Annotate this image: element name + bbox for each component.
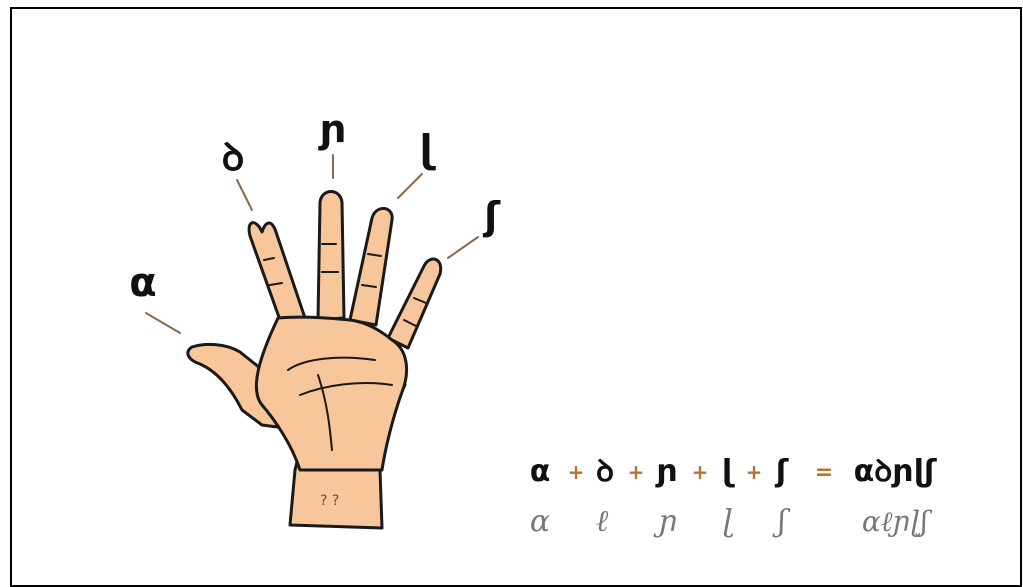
index-letter: ꝺ [222, 135, 245, 179]
middle-letter: ɲ [317, 107, 346, 151]
cursive-term-1: α [530, 504, 550, 539]
hand-alphabet-diagram: ? ? α ꝺ ɲ ɭ ʃ α + ꝺ + ɲ + ɭ + ʃ = αꝺɲɭʃ … [0, 0, 1023, 574]
equation-row: α + ꝺ + ɲ + ɭ + ʃ = αꝺɲɭʃ [530, 454, 937, 489]
cursive-term-2: ℓ [596, 504, 609, 539]
equation-term-1: α [530, 454, 551, 489]
hand-little-finger [388, 259, 441, 348]
ring-leader [398, 174, 422, 198]
wrist-marks: ? ? [320, 493, 339, 509]
thumb-letter: α [129, 260, 156, 306]
hand-index-finger [249, 223, 305, 320]
little-leader [448, 237, 478, 258]
equation-term-3: ɲ [655, 454, 677, 489]
cursive-term-4: ɭ [723, 504, 734, 539]
equation-term-4: ɭ [722, 454, 735, 489]
hand-illustration: ? ? [188, 192, 441, 529]
equation-result: αꝺɲɭʃ [854, 454, 937, 489]
ring-letter: ɭ [419, 127, 436, 171]
cursive-term-3: ɲ [653, 504, 677, 539]
finger-letters: α ꝺ ɲ ɭ ʃ [129, 107, 501, 306]
index-leader [237, 180, 252, 210]
plus-sign-1: + [568, 460, 585, 484]
hand-ring-finger [350, 208, 392, 325]
equation-term-2: ꝺ [596, 454, 614, 489]
plus-sign-4: + [746, 460, 763, 484]
equals-sign: = [815, 460, 833, 485]
little-letter: ʃ [482, 194, 501, 238]
equation-term-5: ʃ [775, 454, 789, 489]
cursive-row: α ℓ ɲ ɭ ʃ αℓɲɭʃ [530, 504, 933, 539]
plus-sign-3: + [692, 460, 709, 484]
hand-middle-finger [318, 192, 344, 321]
cursive-term-5: ʃ [772, 504, 791, 539]
cursive-result: αℓɲɭʃ [862, 505, 933, 538]
thumb-leader [146, 313, 180, 333]
leader-lines [146, 155, 478, 333]
plus-sign-2: + [628, 460, 645, 484]
